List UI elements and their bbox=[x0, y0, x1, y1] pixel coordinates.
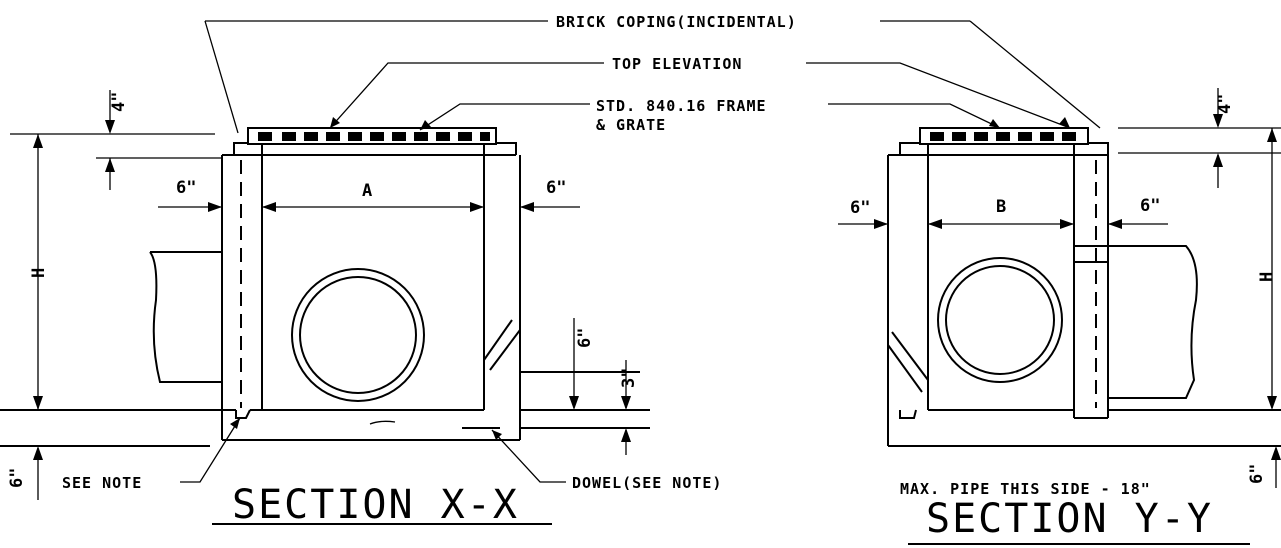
frame-grate-label-line1: STD. 840.16 FRAME bbox=[596, 97, 767, 115]
dim-h-xx: H bbox=[29, 268, 49, 278]
dim-6in-left-yy: 6" bbox=[850, 198, 870, 218]
see-note-label: SEE NOTE bbox=[62, 474, 142, 492]
callout-frame-grate: STD. 840.16 FRAME & GRATE bbox=[419, 97, 1001, 134]
callout-top-elevation: TOP ELEVATION bbox=[329, 55, 1071, 129]
frame-grate-label-line2: & GRATE bbox=[596, 116, 666, 134]
dowel-label: DOWEL(SEE NOTE) bbox=[572, 474, 722, 492]
dim-6in-right-yy: 6" bbox=[1140, 196, 1160, 216]
dim-4in-yy: 4" bbox=[1215, 94, 1235, 114]
dim-6in-base-yy: 6" bbox=[1247, 464, 1267, 484]
section-y-y: 4" H 6" B 6" 6" MAX. PIPE THIS SIDE - 18… bbox=[838, 88, 1281, 545]
dim-b: B bbox=[996, 197, 1006, 217]
max-pipe-note: MAX. PIPE THIS SIDE - 18" bbox=[900, 480, 1151, 498]
dim-h-yy: H bbox=[1257, 272, 1277, 282]
frame-grate-yy bbox=[919, 127, 1089, 145]
section-x-x: H 4" 6" A 6" 6" 3" 6" bbox=[0, 90, 722, 528]
callout-brick-coping: BRICK COPING(INCIDENTAL) bbox=[204, 13, 1101, 134]
section-yy-title: SECTION Y-Y bbox=[926, 496, 1213, 542]
dim-3in-xx: 3" bbox=[619, 368, 639, 388]
section-xx-title: SECTION X-X bbox=[232, 482, 519, 528]
top-elevation-label: TOP ELEVATION bbox=[612, 55, 742, 73]
frame-grate-xx bbox=[247, 127, 497, 145]
dim-6in-base-xx: 6" bbox=[7, 468, 27, 488]
dim-6in-pipe-xx: 6" bbox=[575, 328, 595, 348]
dim-6in-right-xx: 6" bbox=[546, 178, 566, 198]
dim-4in-xx: 4" bbox=[109, 92, 129, 112]
dim-6in-left-xx: 6" bbox=[176, 178, 196, 198]
dim-a: A bbox=[362, 181, 372, 201]
brick-coping-label: BRICK COPING(INCIDENTAL) bbox=[556, 13, 797, 31]
